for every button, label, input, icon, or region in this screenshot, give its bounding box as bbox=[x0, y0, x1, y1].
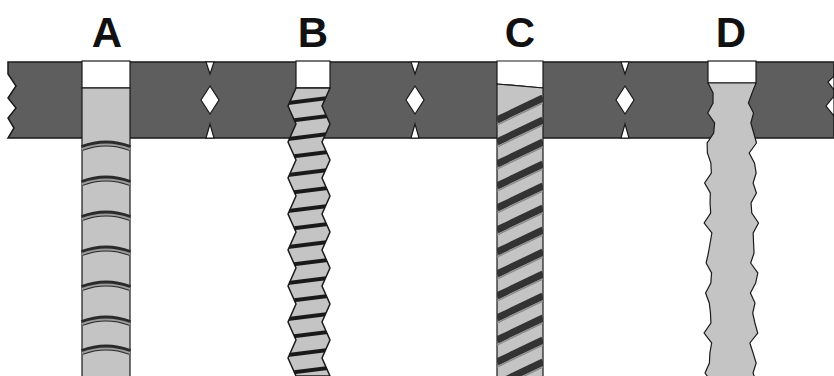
panel-letter: D bbox=[716, 12, 746, 54]
drill-holes bbox=[82, 61, 756, 88]
implant-c-shaft bbox=[497, 84, 543, 376]
panel-letter: B bbox=[298, 12, 328, 54]
implant-a-grooves bbox=[82, 144, 130, 354]
bone-cortex bbox=[8, 62, 834, 138]
panel-letter: A bbox=[92, 12, 122, 54]
implant-a-shaft bbox=[82, 88, 130, 376]
implant-d-shaft bbox=[704, 83, 758, 376]
panel-letter: C bbox=[505, 12, 535, 54]
implant-c-threads bbox=[497, 98, 543, 376]
implant-b-threads bbox=[280, 96, 345, 374]
